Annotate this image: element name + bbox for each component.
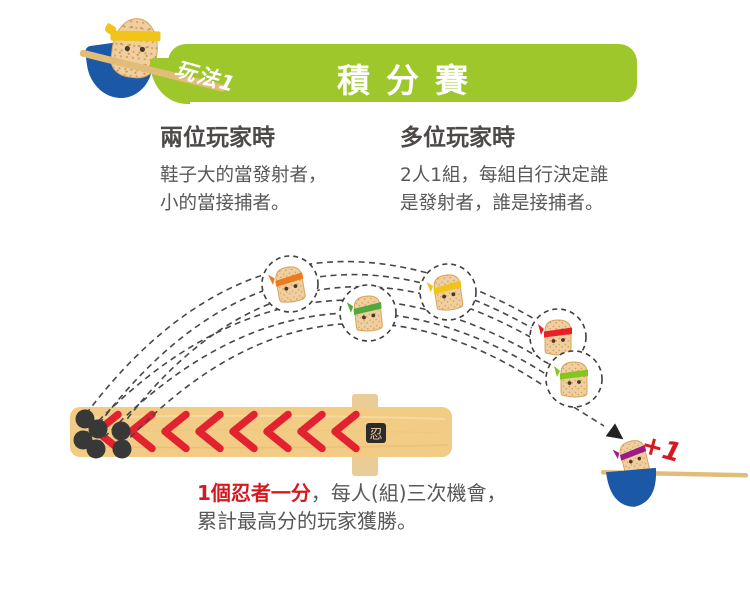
two-players-body: 鞋子大的當發射者， 小的當接捕者。: [160, 164, 327, 214]
scoring-rule-line1: 1個忍者一分，每人(組)三次機會，: [197, 479, 617, 507]
section-two-players: 兩位玩家時 鞋子大的當發射者， 小的當接捕者。: [160, 125, 395, 218]
svg-text:忍: 忍: [369, 428, 382, 443]
scoring-rule-highlight: 1個忍者一分: [197, 481, 311, 505]
flying-ninja-bright-green: [545, 350, 603, 408]
scoring-rule-rest: ，每人(組)三次機會，: [310, 481, 507, 505]
landing-arrowhead-icon: [605, 423, 624, 440]
flying-ninja-yellow: [419, 263, 477, 321]
multi-players-body: 2人1組，每組自行決定誰 是發射者，誰是接捕者。: [400, 164, 609, 214]
scoring-rule-text: 1個忍者一分，每人(組)三次機會， 累計最高分的玩家獲勝。: [197, 479, 617, 535]
multi-players-heading: 多位玩家時: [400, 125, 515, 151]
flying-ninja-green: [339, 284, 397, 342]
ninja-pieces-stack: [73, 409, 132, 459]
catcher-cup-icon: [606, 467, 656, 507]
ninja-stamp-icon: 忍: [366, 423, 386, 443]
scoring-rule-line2: 累計最高分的玩家獲勝。: [197, 509, 417, 533]
section-multi-players: 多位玩家時 2人1組，每組自行決定誰 是發射者，誰是接捕者。: [400, 125, 665, 218]
page-title: 積分賽: [337, 61, 484, 100]
two-players-heading: 兩位玩家時: [160, 125, 275, 151]
flying-ninja-orange: [261, 255, 319, 313]
title-banner: [168, 44, 637, 102]
